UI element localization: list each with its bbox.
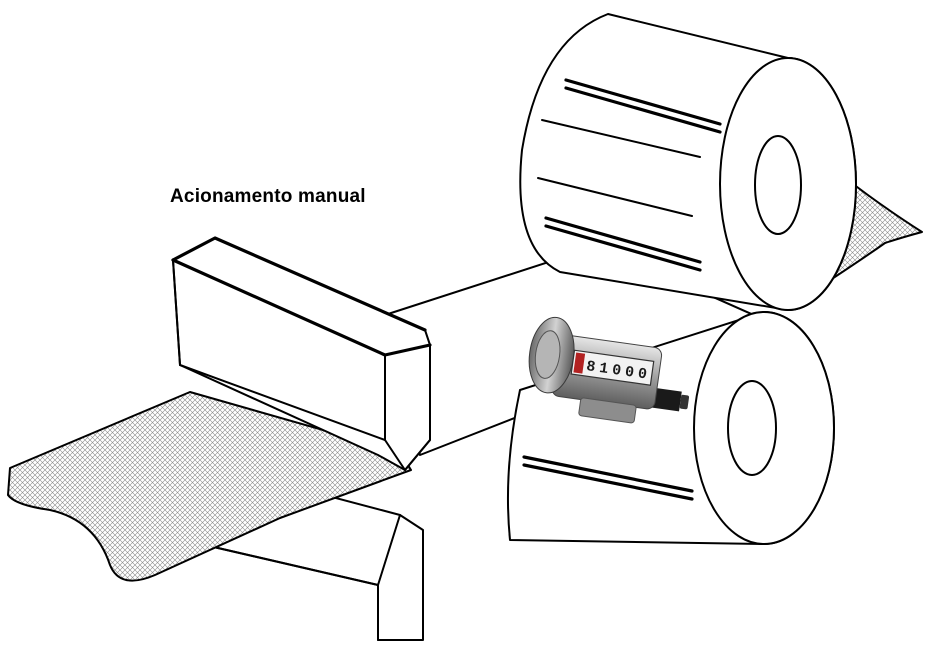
top-roll (519, 13, 857, 311)
manual-cutting-blade (171, 236, 432, 471)
counter-display (570, 349, 655, 386)
counter-digit: 0 (637, 365, 648, 383)
mechanical-counter: 8 1 0 0 0 (528, 316, 690, 424)
web-sheet-left (7, 391, 412, 582)
counter-digit: 0 (624, 364, 635, 382)
counter-digit: 0 (611, 362, 622, 380)
counter-digit: 8 (585, 358, 596, 376)
counter-mount (578, 397, 637, 424)
diagram-caption: Acionamento manual (170, 186, 366, 207)
counter-shaft (651, 387, 682, 412)
counter-digit: 1 (598, 360, 609, 378)
